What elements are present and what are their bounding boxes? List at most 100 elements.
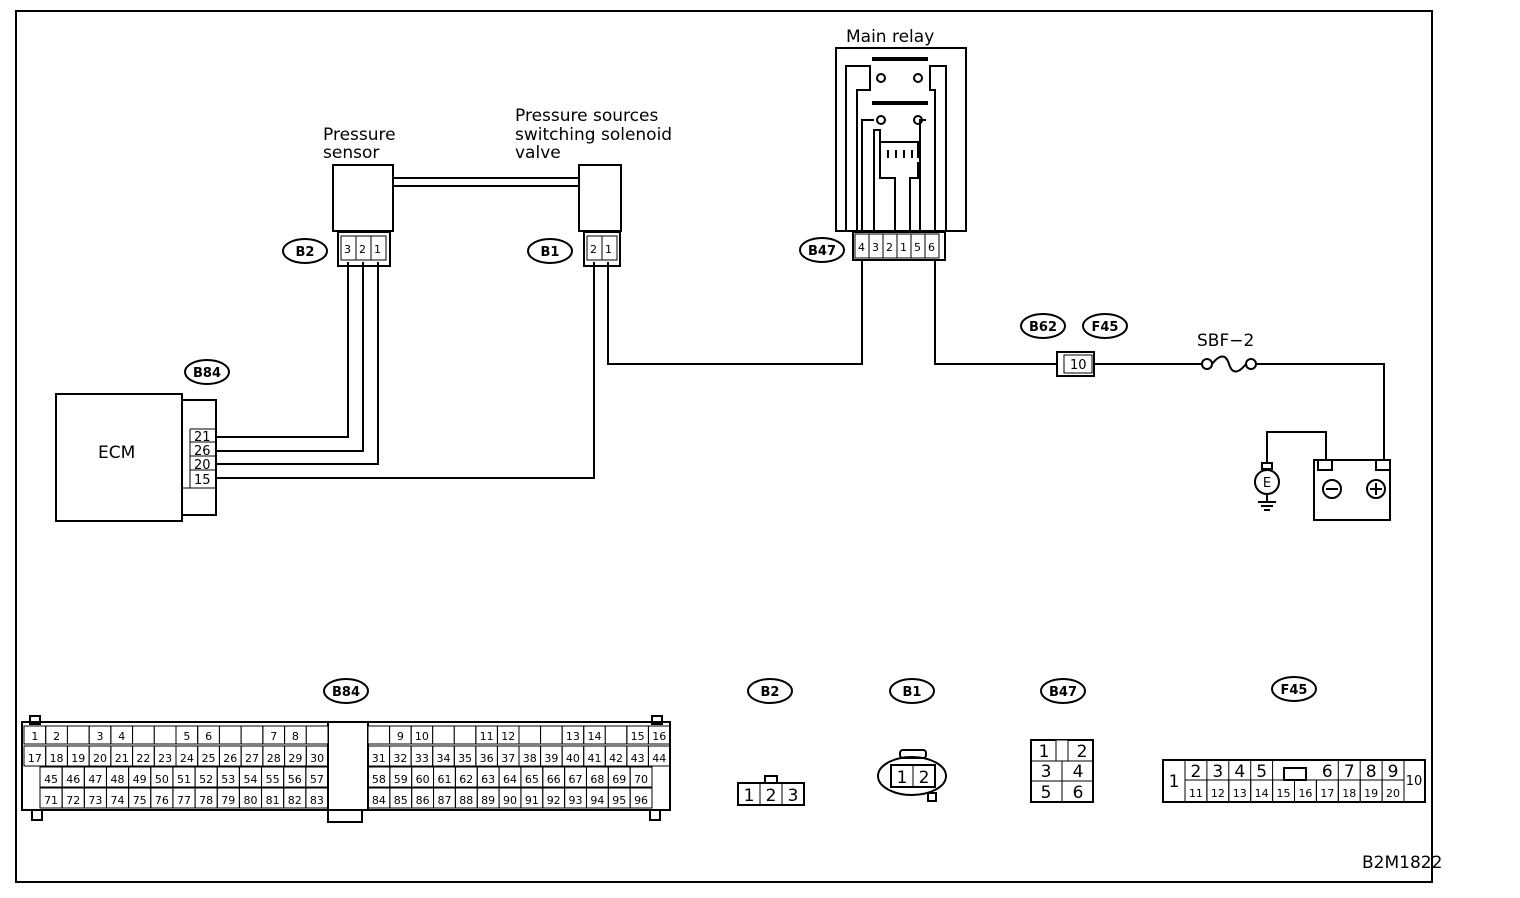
b84-pin-number: 41 [588, 752, 602, 765]
svg-text:10: 10 [1070, 358, 1087, 373]
svg-text:21: 21 [194, 430, 211, 445]
svg-text:3: 3 [1041, 762, 1052, 782]
pressure-sensor: Pressure sensor 3 2 1 [323, 125, 396, 267]
solenoid-label-line2: switching solenoid [515, 125, 672, 145]
b84-pin-number: 16 [652, 730, 666, 743]
svg-text:3: 3 [788, 786, 799, 806]
diagram-frame [15, 10, 1433, 883]
f45-pin-number: 15 [1277, 787, 1291, 800]
f45-pin-number: 2 [1191, 762, 1202, 782]
b84-pin-cell [518, 725, 542, 745]
f45-pin-number: 9 [1388, 762, 1399, 782]
svg-text:2: 2 [359, 243, 366, 256]
b84-pin-number: 23 [158, 752, 172, 765]
svg-text:3: 3 [344, 243, 351, 256]
svg-text:2: 2 [766, 786, 777, 806]
f45-pin-number: 12 [1211, 787, 1225, 800]
b84-pin-number: 43 [631, 752, 645, 765]
b84-pin-number: 33 [415, 752, 429, 765]
b84-pin-number: 51 [177, 773, 191, 786]
f45-pin-number: 5 [1256, 762, 1267, 782]
b84-pin-number: 20 [93, 752, 107, 765]
f45-pin-number: 6 [1322, 762, 1333, 782]
b84-pin-number: 66 [547, 773, 561, 786]
b84-pin-number: 93 [569, 794, 583, 807]
b84-pin-number: 81 [266, 794, 280, 807]
f45-pin-number: 3 [1212, 762, 1223, 782]
svg-text:B84: B84 [332, 685, 360, 700]
b84-pin-number: 89 [481, 794, 495, 807]
main-relay-label: Main relay [846, 27, 934, 47]
b84-pin-number: 21 [115, 752, 129, 765]
b84-pin-number: 27 [245, 752, 259, 765]
b84-pin-number: 57 [310, 773, 324, 786]
b84-pin-number: 80 [243, 794, 257, 807]
f45-pin-number: 19 [1364, 787, 1378, 800]
b84-pin-number: 71 [44, 794, 58, 807]
b84-pin-number: 29 [288, 752, 302, 765]
b84-pin-number: 39 [544, 752, 558, 765]
b84-pin-number: 50 [155, 773, 169, 786]
b84-pin-number: 76 [155, 794, 169, 807]
svg-text:F45: F45 [1281, 683, 1308, 698]
b84-pin-number: 19 [71, 752, 85, 765]
svg-text:2: 2 [590, 243, 597, 256]
connector-view-f45-label: F45 [1271, 676, 1317, 702]
b84-pin-number: 91 [525, 794, 539, 807]
f45-pin-number: 14 [1255, 787, 1269, 800]
svg-text:10: 10 [1406, 774, 1423, 789]
svg-text:5: 5 [1041, 783, 1052, 803]
svg-text:B62: B62 [1029, 320, 1057, 335]
b84-pin-cell [305, 725, 329, 745]
b84-pin-number: 95 [612, 794, 626, 807]
solenoid-label-line3: valve [515, 143, 561, 163]
f45-pin-number: 20 [1386, 787, 1400, 800]
b84-pin-number: 2 [53, 730, 60, 743]
b84-pin-number: 78 [199, 794, 213, 807]
svg-text:F45: F45 [1092, 320, 1119, 335]
b84-pin-number: 90 [503, 794, 517, 807]
inline-connector-b62-f45: 10 [1056, 351, 1095, 377]
b84-pin-cell [629, 787, 653, 809]
b84-pin-number: 26 [223, 752, 237, 765]
f45-pin-number: 4 [1234, 762, 1245, 782]
b84-pin-number: 64 [503, 773, 517, 786]
b84-pin-number: 77 [177, 794, 191, 807]
svg-text:2: 2 [886, 241, 893, 254]
connector-id-f45-top: F45 [1082, 313, 1128, 339]
b84-pin-cell [132, 725, 155, 745]
b84-pin-number: 72 [66, 794, 80, 807]
b84-pin-number: 55 [266, 773, 280, 786]
b84-pin-number: 4 [118, 730, 125, 743]
svg-text:1: 1 [900, 241, 907, 254]
b84-pin-number: 59 [394, 773, 408, 786]
b84-pin-number: 69 [612, 773, 626, 786]
wiring-harness [216, 260, 1385, 479]
ground-icon: E [1254, 462, 1280, 511]
b84-pin-number: 86 [416, 794, 430, 807]
b84-pin-number: 14 [588, 730, 602, 743]
svg-text:B47: B47 [1049, 685, 1077, 700]
b84-pin-number: 28 [267, 752, 281, 765]
svg-text:B2: B2 [761, 685, 780, 700]
connector-view-b47: 1 2 3 4 5 6 [1030, 739, 1094, 803]
b84-pin-number: 6 [205, 730, 212, 743]
pressure-sensor-label-line2: sensor [323, 143, 379, 163]
b84-pin-number: 36 [480, 752, 494, 765]
b84-pin-number: 73 [88, 794, 102, 807]
f45-pin-number: 8 [1366, 762, 1377, 782]
connector-view-b2: 1 2 3 [737, 775, 805, 806]
f45-pin-number: 13 [1233, 787, 1247, 800]
b84-pin-number: 79 [221, 794, 235, 807]
f45-pin-number: 18 [1342, 787, 1356, 800]
b84-pin-cell [604, 725, 628, 745]
b84-pin-number: 24 [180, 752, 194, 765]
b84-pin-number: 49 [133, 773, 147, 786]
b84-pin-number: 32 [393, 752, 407, 765]
f45-pin-number: 7 [1344, 762, 1355, 782]
pressure-sensor-label-line1: Pressure [323, 125, 396, 145]
fuse-label: SBF−2 [1197, 331, 1254, 351]
svg-text:2: 2 [1077, 742, 1088, 762]
b84-pin-number: 35 [458, 752, 472, 765]
